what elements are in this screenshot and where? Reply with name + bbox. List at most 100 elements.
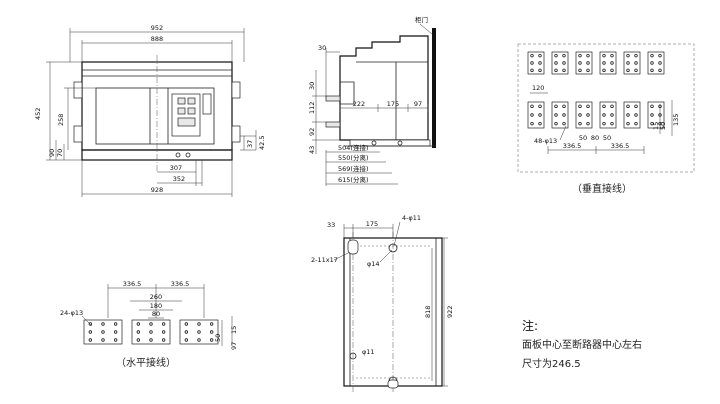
terminal-hole (538, 68, 542, 73)
terminal-hole (184, 338, 189, 342)
terminal-hole (634, 61, 638, 65)
dim-952: 952 (151, 24, 163, 32)
dim-550: 550(分离) (338, 153, 368, 162)
dim-slot: 2-11x17 (311, 256, 338, 264)
terminal-hole (101, 338, 105, 342)
dim-922: 922 (446, 306, 454, 318)
dim-90: 90 (48, 149, 56, 157)
dim-928: 928 (151, 186, 163, 194)
terminal-hole (530, 53, 534, 58)
terminal-hole (161, 338, 166, 342)
terminal-hole (136, 322, 141, 326)
dim-15-h: 15 (230, 326, 238, 334)
terminal-hole (88, 322, 93, 326)
dim-307: 307 (170, 164, 182, 172)
dim-120: 120 (532, 84, 544, 92)
terminal-hole (650, 61, 654, 65)
dim-50: 50 (659, 122, 667, 130)
terminal-pad (623, 101, 641, 129)
terminal-hole (562, 53, 566, 58)
terminal-hole (610, 68, 614, 73)
terminal-hole (650, 121, 654, 126)
dim-135: 135 (672, 114, 680, 126)
terminal-hole (538, 121, 542, 126)
terminal-hole (586, 68, 590, 73)
terminal-pad (575, 101, 593, 129)
mounting-view: 33 175 4-φ11 2-11x17 φ14 φ11 818 922 (311, 214, 454, 392)
vertical-wiring-caption: （垂直接线） (572, 182, 632, 195)
horizontal-wiring-caption: （水平接线） (116, 356, 176, 369)
terminal-pad (527, 101, 545, 129)
terminal-hole (88, 330, 93, 334)
terminal-hole (634, 113, 638, 117)
terminal-hole (530, 121, 534, 126)
terminal-hole (610, 104, 614, 109)
terminal-hole (554, 68, 558, 73)
dim-504: 504(连接) (338, 143, 368, 152)
dim-818: 818 (424, 306, 432, 318)
terminal-pad (647, 51, 665, 75)
dim-70: 70 (56, 149, 64, 157)
terminal-pad (527, 51, 545, 75)
terminal-hole (602, 53, 606, 58)
terminal-hole (578, 113, 582, 117)
terminal-hole (658, 68, 662, 73)
dim-50-c: 50 (603, 134, 611, 142)
dim-80: 80 (591, 134, 599, 142)
terminal-hole (209, 322, 214, 326)
terminal-hole (602, 113, 606, 117)
side-view: 柜门 30 30 112 92 43 (308, 15, 436, 186)
terminal-hole (586, 113, 590, 117)
terminal-hole (578, 104, 582, 109)
terminal-hole (650, 113, 654, 117)
terminal-hole (578, 68, 582, 73)
terminal-hole (562, 61, 566, 65)
dim-112: 112 (308, 102, 316, 114)
dim-80-h: 80 (152, 310, 160, 318)
terminal-pad (599, 51, 617, 75)
terminal-hole (530, 68, 534, 73)
terminal-hole (161, 322, 166, 326)
terminal-hole (610, 121, 614, 126)
dim-phi11: φ11 (362, 348, 375, 356)
dim-15: 15 (652, 122, 660, 130)
terminal-hole (136, 338, 141, 342)
terminal-hole (209, 338, 214, 342)
terminal-hole (88, 338, 93, 342)
terminal-hole (149, 330, 153, 334)
terminal-hole (184, 330, 189, 334)
terminal-hole (161, 330, 166, 334)
note-block: 注: 面板中心至断路器中心左右 尺寸为246.5 (522, 318, 642, 370)
terminal-hole (538, 53, 542, 58)
terminal-hole (530, 104, 534, 109)
terminal-hole (610, 113, 614, 117)
terminal-hole (101, 322, 105, 326)
terminal-hole (538, 61, 542, 65)
terminal-hole (562, 68, 566, 73)
terminal-pad (599, 101, 617, 129)
dim-48-holes: 48-φ13 (534, 137, 557, 145)
terminal-hole (554, 53, 558, 58)
terminal-pad (623, 51, 641, 75)
terminal-hole (197, 330, 201, 334)
dim-175: 175 (387, 100, 399, 108)
terminal-block (131, 319, 171, 345)
terminal-hole (602, 68, 606, 73)
dim-260: 260 (150, 293, 162, 301)
terminal-hole (634, 104, 638, 109)
terminal-hole (538, 113, 542, 117)
vertical-wiring-view: 120 48-φ13 15 50 135 336.5 50 80 50 336.… (517, 43, 695, 195)
dim-92: 92 (308, 128, 316, 136)
terminal-hole (610, 61, 614, 65)
terminal-hole (634, 53, 638, 58)
terminal-hole (634, 68, 638, 73)
dim-33: 33 (327, 221, 335, 229)
dim-37: 37 (246, 140, 254, 148)
terminal-hole (136, 330, 141, 334)
note-line-1: 面板中心至断路器中心左右 (522, 338, 642, 351)
terminal-hole (530, 61, 534, 65)
terminal-hole (554, 104, 558, 109)
terminal-hole (554, 113, 558, 117)
